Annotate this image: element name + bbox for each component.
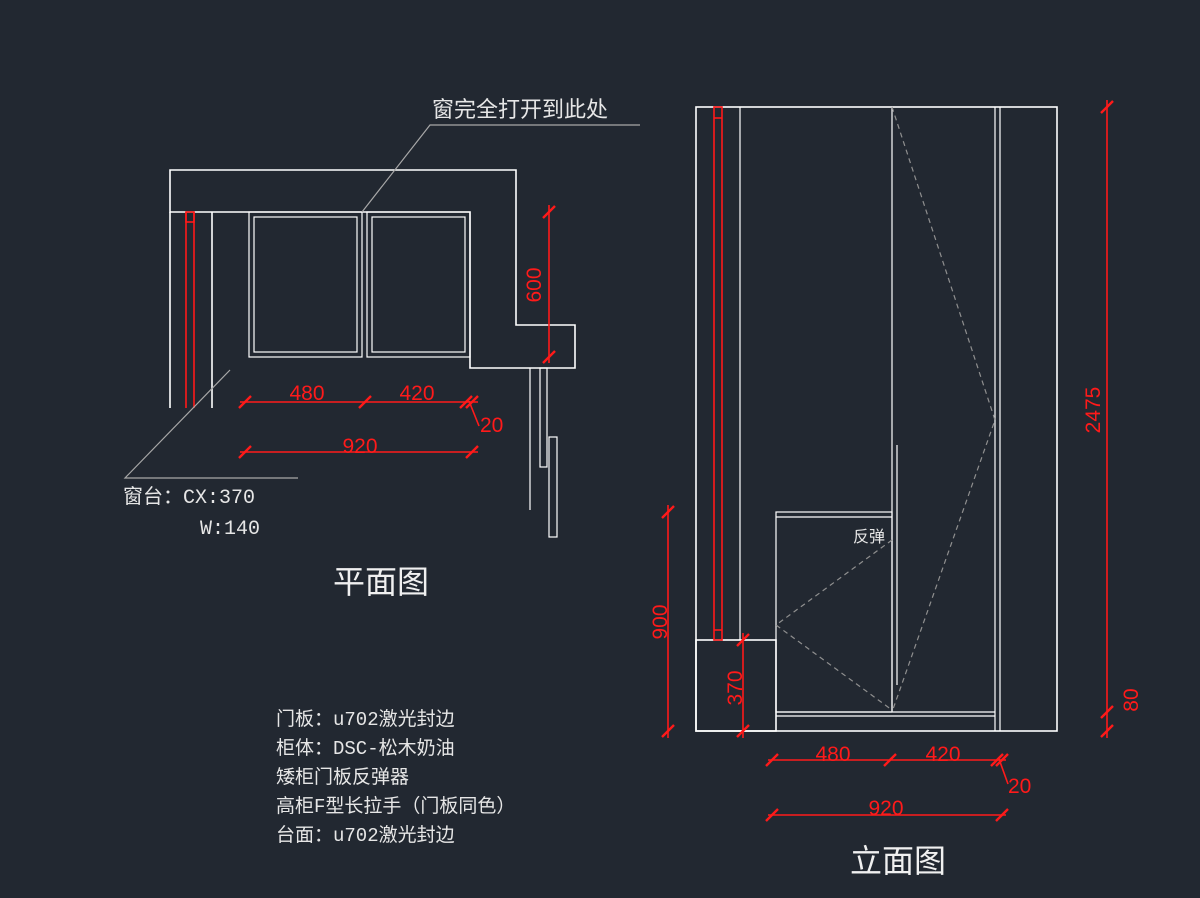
dim-tick (1100, 100, 1114, 114)
plan-tall-handle (185, 211, 195, 408)
note-cabinet-body: 柜体：DSC-松木奶油 (276, 737, 455, 760)
dim-20-leader (998, 758, 1009, 785)
dim-tick (238, 395, 252, 409)
dim-tick (883, 753, 897, 767)
elevation-tall-handle (713, 106, 723, 641)
window-open-leader (361, 124, 640, 213)
window-pane-right-inner (371, 216, 466, 353)
window-open-note: 窗完全打开到此处 (432, 98, 608, 123)
elevation-outline (695, 106, 1058, 732)
note-door-panel: 门板：u702激光封边 (276, 708, 455, 731)
plan-dim-920: 920 (238, 435, 479, 459)
door-swing-lower (774, 539, 893, 711)
material-notes: 门板：u702激光封边 柜体：DSC-松木奶油 矮柜门板反弹器 高柜F型长拉手（… (276, 708, 515, 847)
elev-dim-370: 370 (724, 633, 750, 738)
elev-dim-920: 920 (765, 797, 1009, 822)
dim-tick (459, 395, 473, 409)
plan-title: 平面图 (333, 563, 429, 601)
dim-tick (765, 808, 779, 822)
dim-tick (661, 724, 675, 738)
rebound-label: 反弹 (853, 527, 885, 546)
plan-door-edge (529, 367, 558, 538)
note-tall-cabinet-handle: 高柜F型长拉手（门板同色） (276, 795, 515, 818)
window-pane-left-outer (248, 211, 363, 358)
note-low-cabinet: 矮柜门板反弹器 (276, 766, 409, 789)
note-countertop: 台面：u702激光封边 (276, 824, 455, 847)
dim-920-label: 920 (868, 797, 903, 820)
dim-420-label: 420 (399, 382, 434, 405)
dim-480-label: 480 (289, 382, 324, 405)
dim-tick (1100, 705, 1114, 719)
sill-leader (123, 369, 298, 479)
door-swing-upper (891, 106, 996, 713)
dim-80-label: 80 (1120, 688, 1143, 711)
dim-tick (465, 445, 479, 459)
dim-920-label: 920 (342, 435, 377, 458)
dim-tick (238, 445, 252, 459)
dim-tick (990, 753, 1004, 767)
dim-600-label: 600 (523, 267, 546, 302)
plan-view: 窗完全打开到此处 窗台：CX:370 W:140 600 480 420 20 (123, 98, 640, 601)
dim-tick (542, 350, 556, 364)
sill-label: 窗台：CX:370 (123, 485, 255, 510)
elevation-title: 立面图 (850, 842, 946, 880)
dim-900-label: 900 (649, 604, 672, 639)
dim-tick (765, 753, 779, 767)
dim-20-label: 20 (1008, 775, 1031, 798)
dim-20-label: 20 (480, 414, 503, 437)
dim-420-label: 420 (925, 743, 960, 766)
elevation-low-cabinet: 反弹 (775, 511, 995, 717)
window-pane-right-outer (366, 211, 471, 358)
dim-370-label: 370 (724, 670, 747, 705)
dim-tick (995, 808, 1009, 822)
plan-dim-600: 600 (523, 205, 556, 364)
elevation-wall-hatch (695, 639, 777, 732)
elevation-view: 反弹 2475 80 900 370 (649, 100, 1143, 880)
plan-window (248, 211, 471, 358)
elev-dim-width-row: 480 420 20 (765, 743, 1031, 798)
dim-tick (358, 395, 372, 409)
elev-dim-900: 900 (649, 505, 675, 738)
elev-dim-2475: 2475 80 (1082, 100, 1143, 738)
plan-handle-cap (185, 211, 195, 223)
dim-tick (661, 505, 675, 519)
dim-20-leader (468, 400, 480, 427)
dim-tick (465, 395, 479, 409)
dim-2475-label: 2475 (1082, 387, 1105, 434)
sill-width: W:140 (200, 518, 260, 541)
dim-tick (1100, 724, 1114, 738)
dim-tick (736, 724, 750, 738)
plan-door-frame (539, 367, 548, 468)
dim-tick (995, 753, 1009, 767)
window-pane-left-inner (253, 216, 358, 353)
plan-door-leaf (548, 436, 558, 538)
dim-tick (542, 205, 556, 219)
tall-handle-bar (713, 106, 723, 641)
dim-480-label: 480 (815, 743, 850, 766)
dim-tick (736, 633, 750, 647)
plan-dim-width-row: 480 420 20 (238, 382, 503, 437)
